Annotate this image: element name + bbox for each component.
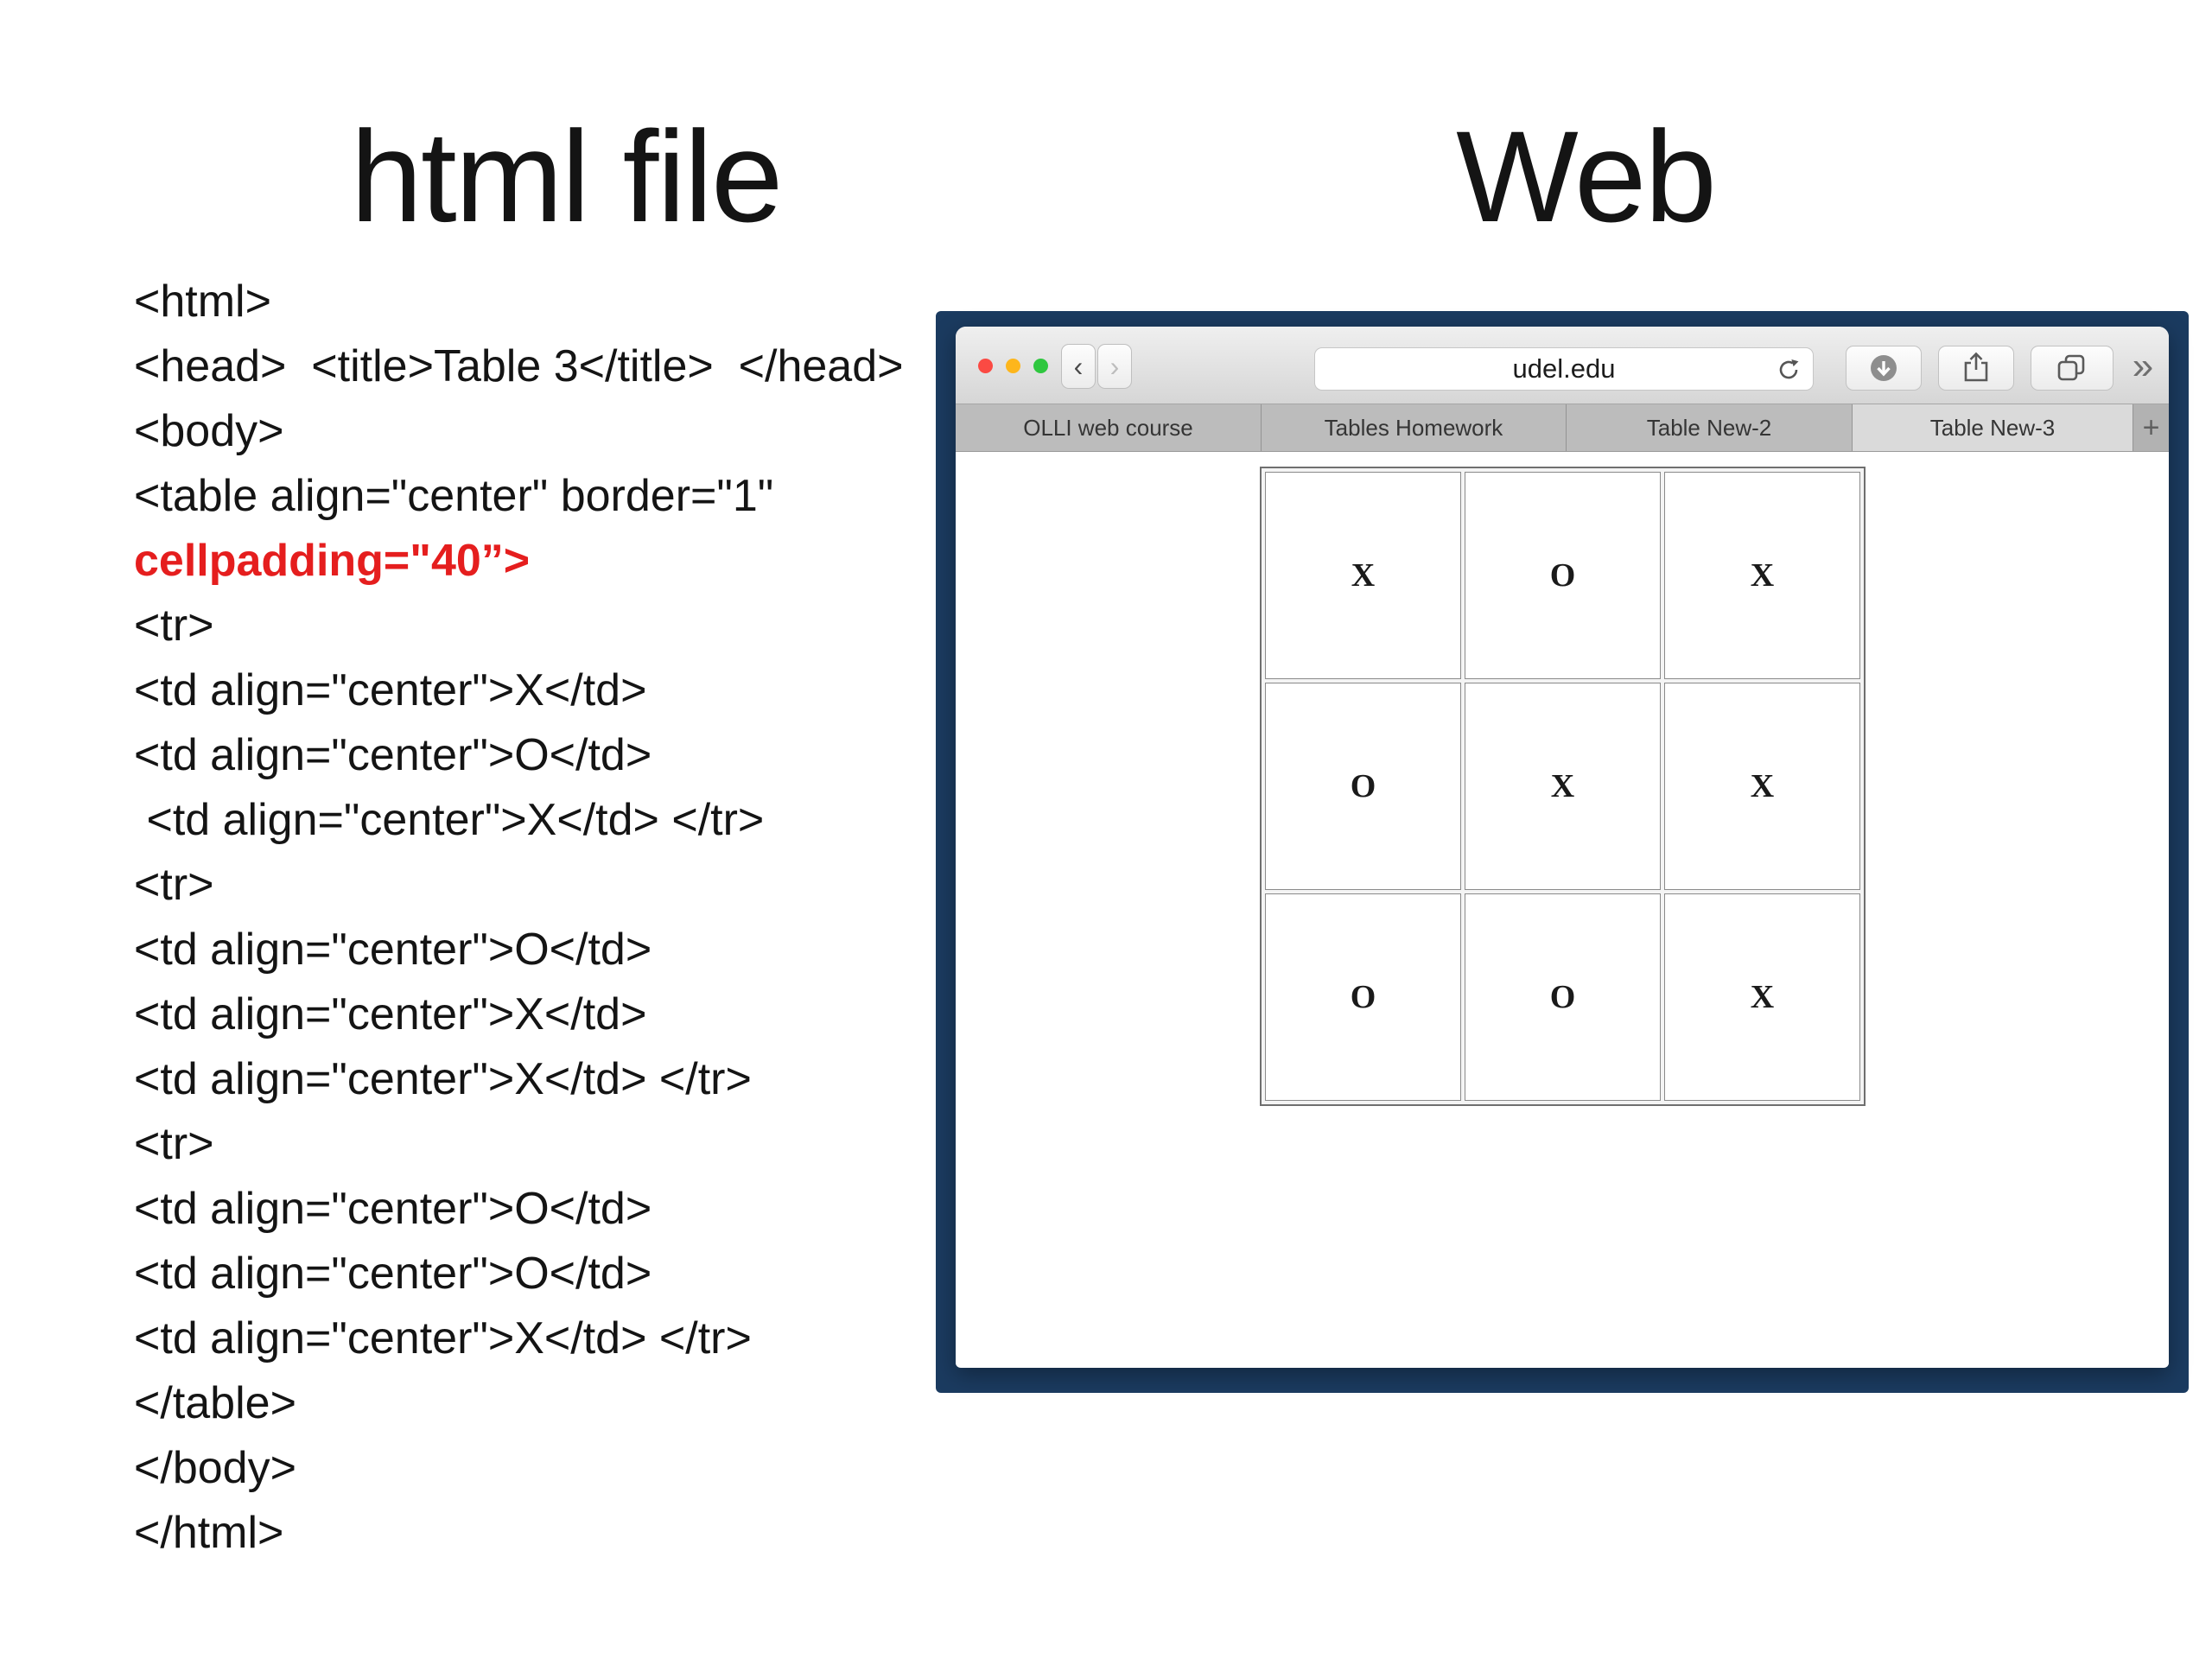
new-tab-button[interactable]: +: [2133, 404, 2169, 451]
code-line: <tr>: [134, 1119, 214, 1169]
download-icon: [1866, 351, 1901, 385]
tab-label: Table New-2: [1646, 414, 1772, 441]
back-button[interactable]: ‹: [1061, 344, 1096, 389]
tab-olli-web-course[interactable]: OLLI web course: [956, 404, 1262, 451]
tab-table-new-2[interactable]: Table New-2: [1567, 404, 1853, 451]
downloads-button[interactable]: [1846, 346, 1922, 391]
table-cell: X: [1664, 472, 1860, 679]
browser-toolbar: ‹ › udel.edu: [956, 327, 2169, 404]
chevron-left-icon: ‹: [1073, 350, 1084, 382]
address-bar[interactable]: udel.edu: [1314, 347, 1814, 391]
code-line: <td align="center">X</td>: [134, 989, 647, 1039]
close-window-button[interactable]: [978, 359, 993, 373]
right-column-title: Web: [1456, 104, 1717, 249]
code-line: <td align="center">X</td>: [134, 665, 647, 715]
browser-window: ‹ › udel.edu: [956, 327, 2169, 1368]
tab-label: OLLI web course: [1023, 414, 1193, 441]
table-cell: O: [1465, 472, 1661, 679]
tab-overview-icon: [2054, 351, 2090, 385]
table-cell: X: [1664, 893, 1860, 1101]
code-line: <html>: [134, 276, 271, 327]
share-button[interactable]: [1938, 346, 2014, 391]
tab-bar: OLLI web course Tables Homework Table New-…: [956, 404, 2169, 452]
forward-button[interactable]: ›: [1097, 344, 1132, 389]
tab-overview-button[interactable]: [2031, 346, 2113, 391]
code-line: <table align="center" border="1": [134, 471, 774, 521]
code-line: <td align="center">O</td>: [134, 925, 652, 975]
table-cell: X: [1465, 683, 1661, 890]
code-line: <td align="center">X</td> </tr>: [134, 1054, 752, 1104]
table-cell: X: [1664, 683, 1860, 890]
code-listing: <html> <head> <title>Table 3</title> </he…: [134, 270, 938, 1566]
code-line: <body>: [134, 406, 284, 456]
code-line: </table>: [134, 1378, 296, 1428]
share-icon: [1959, 351, 1993, 385]
code-line: </body>: [134, 1443, 296, 1493]
code-line: <tr>: [134, 601, 214, 651]
code-line-highlighted: cellpadding="40”>: [134, 536, 531, 586]
table-cell: O: [1265, 893, 1461, 1101]
left-column-title: html file: [350, 104, 784, 249]
url-text: udel.edu: [1512, 353, 1616, 384]
code-line: <td align="center">X</td> </tr>: [134, 1313, 752, 1363]
zoom-window-button[interactable]: [1033, 359, 1048, 373]
chevron-right-icon: ›: [1109, 350, 1120, 382]
tab-table-new-3[interactable]: Table New-3: [1853, 404, 2133, 451]
code-line: <tr>: [134, 860, 214, 910]
tab-label: Table New-3: [1929, 414, 2056, 441]
table-cell: O: [1465, 893, 1661, 1101]
code-line: <head> <title>Table 3</title> </head>: [134, 341, 904, 391]
minimize-window-button[interactable]: [1006, 359, 1020, 373]
table-cell: O: [1265, 683, 1461, 890]
tab-label: Tables Homework: [1324, 414, 1503, 441]
plus-icon: +: [2142, 410, 2160, 444]
reload-icon[interactable]: [1775, 356, 1802, 384]
code-line: <td align="center">O</td>: [134, 1184, 652, 1234]
code-line: <td align="center">O</td>: [134, 730, 652, 780]
code-line: <td align="center">O</td>: [134, 1249, 652, 1299]
code-line: </html>: [134, 1508, 284, 1558]
table-cell: X: [1265, 472, 1461, 679]
browser-frame: ‹ › udel.edu: [936, 311, 2189, 1393]
double-chevron-icon: »: [2132, 345, 2154, 387]
code-line: <td align="center">X</td> </tr>: [134, 795, 765, 845]
tab-tables-homework[interactable]: Tables Homework: [1262, 404, 1567, 451]
more-toolbar-items-button[interactable]: »: [2122, 342, 2164, 391]
